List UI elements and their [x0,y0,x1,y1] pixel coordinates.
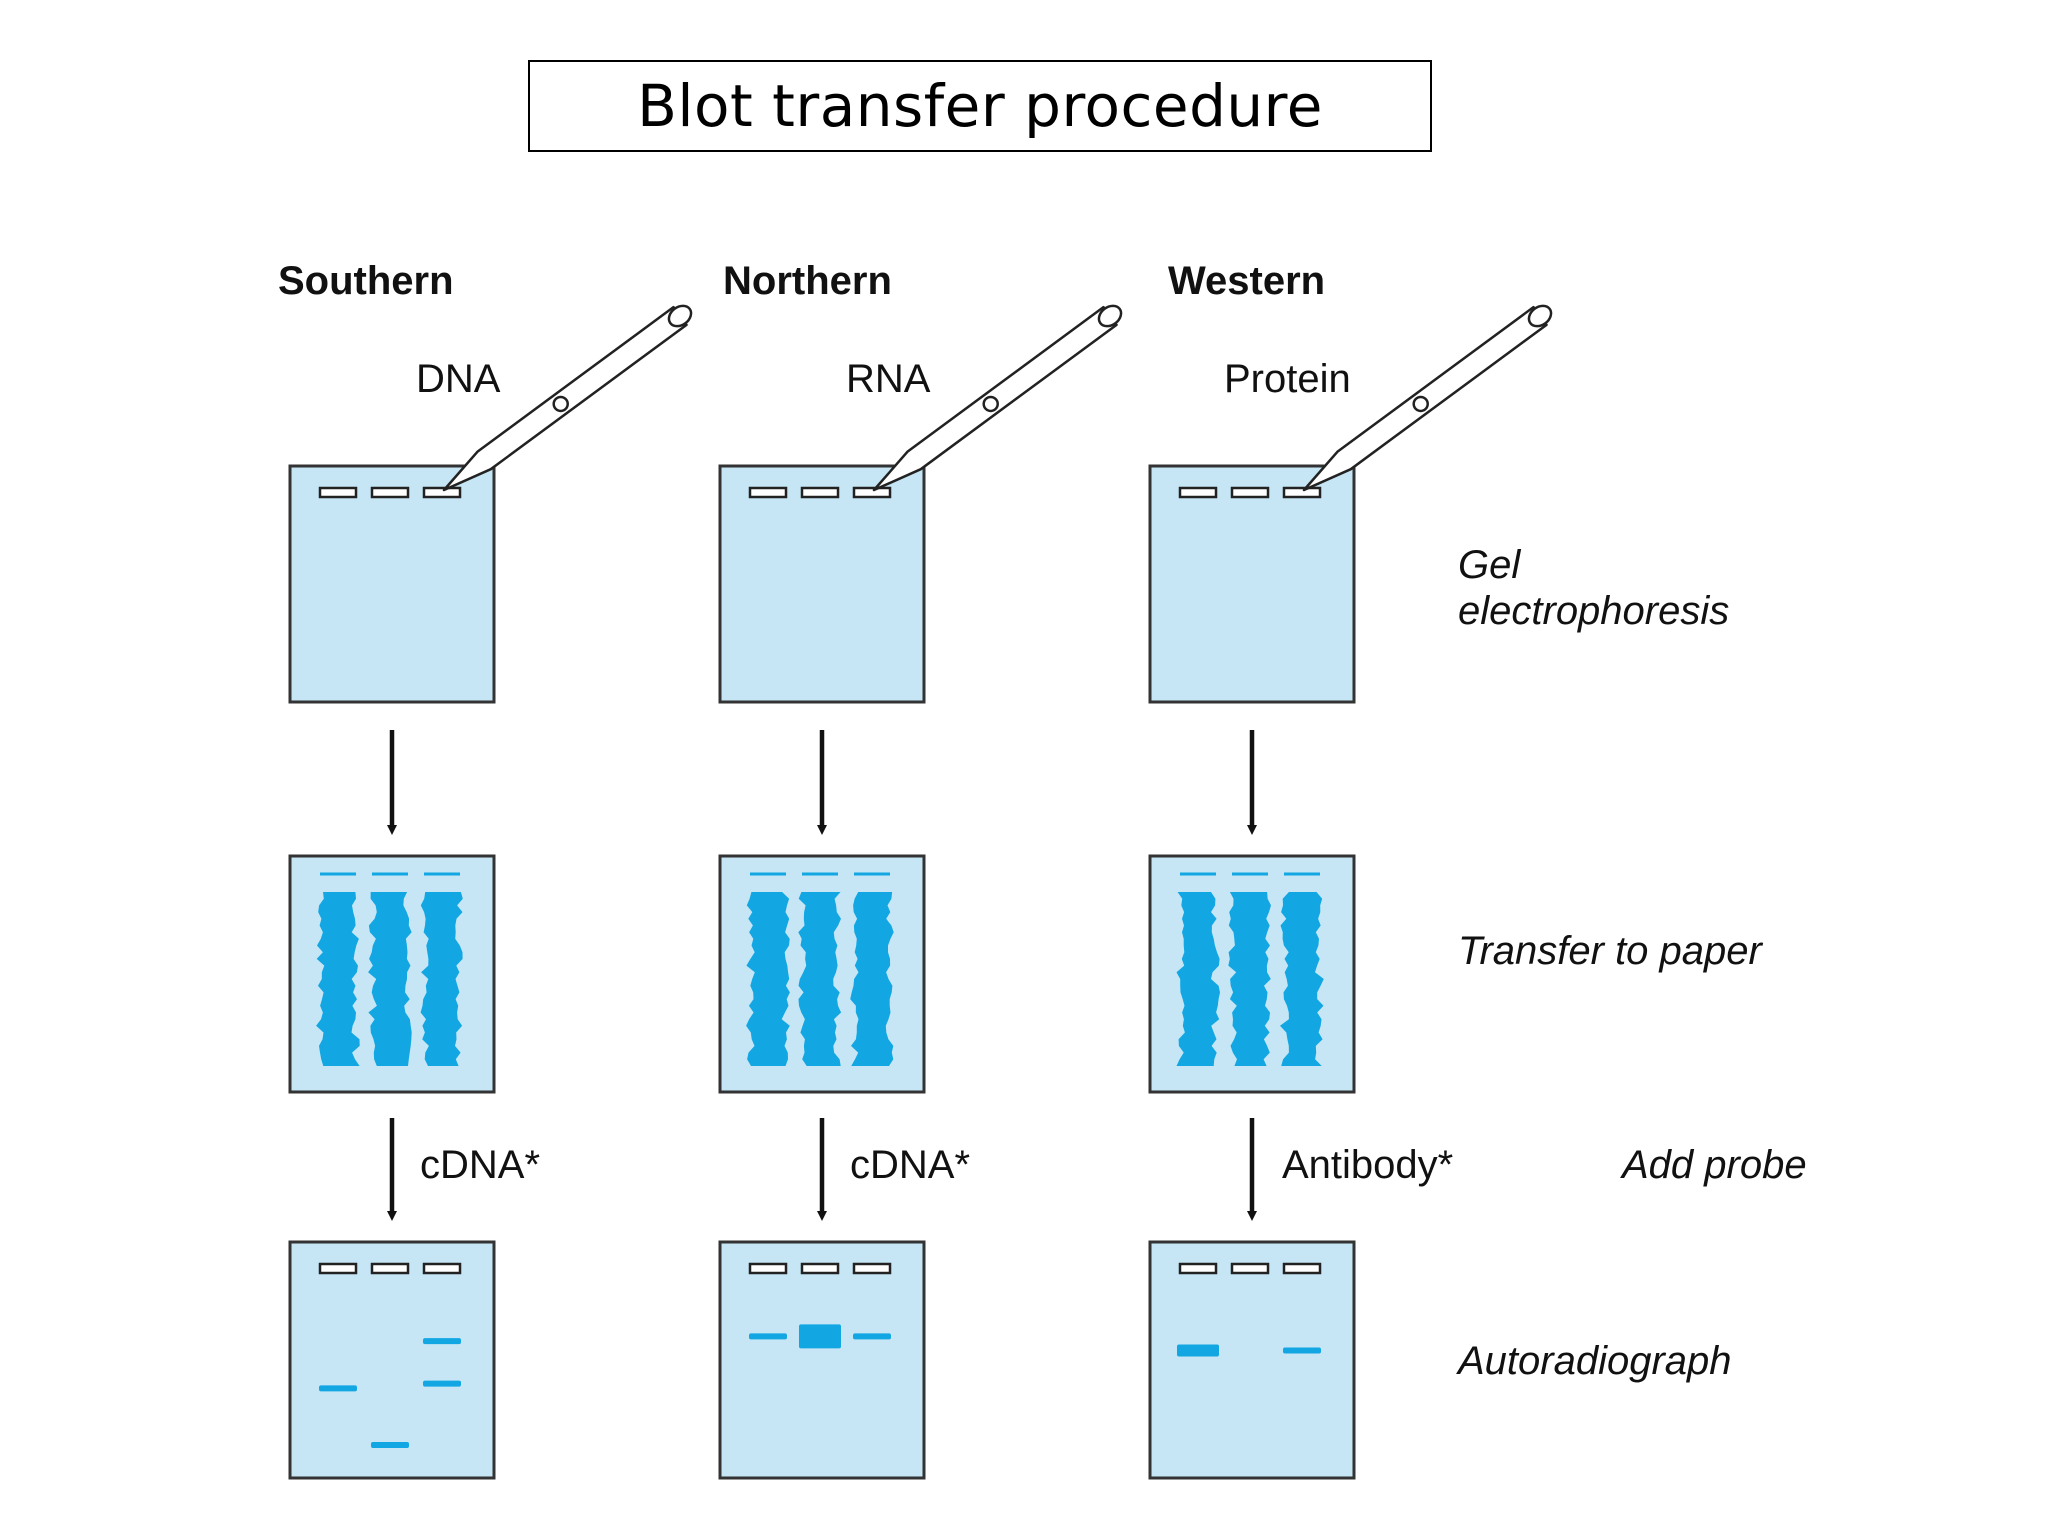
band-northern-1 [749,1333,787,1340]
well-southern-1 [318,486,358,499]
well-southern-2 [370,1262,410,1275]
well-southern-2 [370,486,410,499]
pipette-end-western [1527,304,1553,328]
well-northern-3 [852,486,892,499]
step-label-gel: Gel [1458,543,1521,587]
slide-title: Blot transfer procedure [637,72,1323,140]
well-western-2 [1230,1262,1270,1275]
pipette-mark-northern [982,395,999,413]
band-western-1 [1177,1344,1219,1357]
probe-label-western: Antibody* [1282,1143,1453,1187]
well-western-1 [1178,1262,1218,1275]
gel-southern [288,464,496,704]
gel-western [1148,464,1356,704]
smear-northern-lane-1 [746,892,790,1066]
step-label-autoradiograph: Autoradiograph [1456,1339,1732,1383]
probe-label-northern: cDNA* [850,1143,970,1187]
smear-southern-lane-1 [316,892,360,1066]
band-western-2 [1283,1347,1321,1354]
pipette-end-southern [667,304,693,328]
sample-label-dna: DNA [416,357,501,401]
column-title-northern: Northern [723,259,892,303]
well-southern-1 [318,1262,358,1275]
well-southern-3 [422,486,462,499]
smear-southern-lane-2 [368,892,412,1066]
band-northern-3 [853,1333,891,1340]
well-western-1 [1178,486,1218,499]
autoradiograph-northern [718,1240,926,1480]
pipette-mark-southern [552,395,569,413]
well-northern-3 [852,1262,892,1275]
drawing-layer [288,304,1553,1480]
autoradiograph-southern [288,1240,496,1480]
pipette-mark-western [1412,395,1429,413]
band-southern-4 [423,1380,461,1387]
smear-northern-lane-3 [850,892,894,1066]
smear-northern-lane-2 [798,892,842,1066]
well-northern-1 [748,1262,788,1275]
smear-western-lane-2 [1228,892,1271,1066]
sample-label-protein: Protein [1224,357,1351,401]
autoradiograph-western [1148,1240,1356,1480]
probe-label-southern: cDNA* [420,1143,540,1187]
title-box: Blot transfer procedure [528,60,1432,152]
well-northern-1 [748,486,788,499]
step-label-transfer: Transfer to paper [1458,929,1764,973]
well-western-2 [1230,486,1270,499]
well-northern-2 [800,1262,840,1275]
well-western-3 [1282,1262,1322,1275]
step-label-electrophoresis: electrophoresis [1458,589,1729,633]
well-northern-2 [800,486,840,499]
column-title-western: Western [1168,259,1325,303]
smear-western-lane-1 [1176,892,1220,1066]
smear-western-lane-3 [1280,892,1324,1066]
band-northern-2 [799,1324,841,1349]
gel-northern [718,464,926,704]
band-southern-2 [371,1441,409,1448]
step-label-add-probe: Add probe [1620,1143,1807,1187]
column-title-southern: Southern [278,259,454,303]
smear-southern-lane-3 [420,892,463,1066]
band-southern-1 [319,1385,357,1392]
pipette-end-northern [1097,304,1123,328]
sample-label-rna: RNA [846,357,931,401]
well-southern-3 [422,1262,462,1275]
band-southern-3 [423,1338,461,1345]
well-western-3 [1282,486,1322,499]
